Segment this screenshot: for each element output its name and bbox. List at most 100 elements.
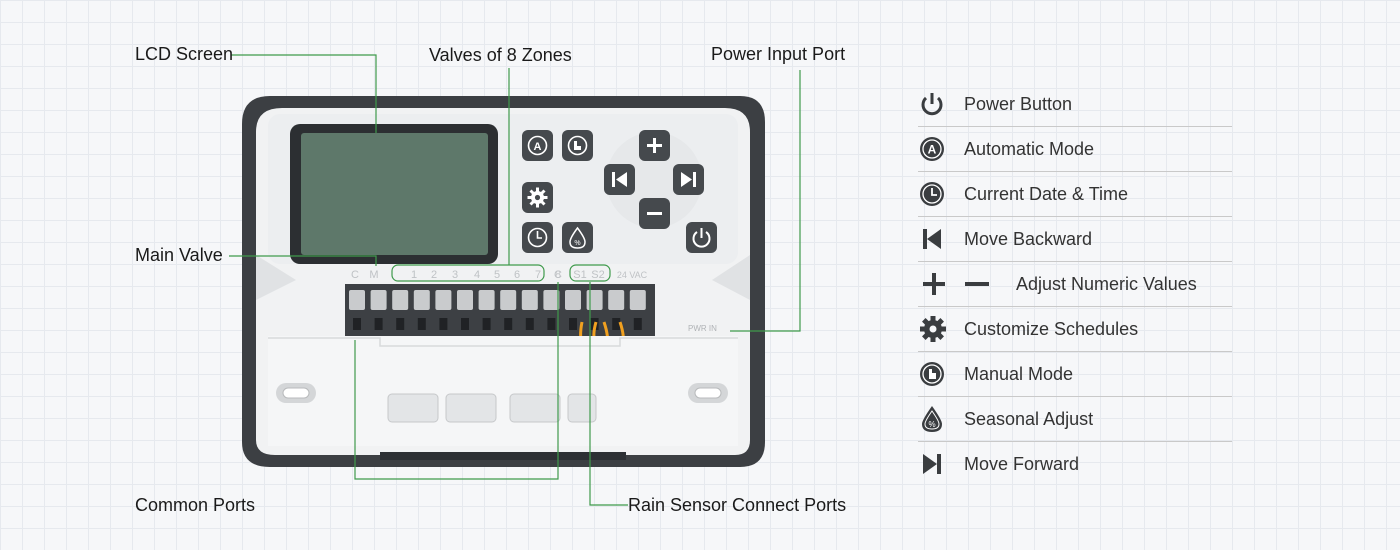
leader-rain	[589, 282, 628, 506]
move-backward-icon	[918, 224, 954, 254]
auto-mode-icon: A	[918, 134, 954, 164]
terminal-label: M	[369, 269, 378, 281]
terminal-label: 3	[452, 269, 458, 281]
mounting-hole-right	[688, 383, 728, 403]
lcd-display	[301, 133, 488, 255]
clock-icon	[918, 179, 954, 209]
terminal-slot	[482, 318, 491, 330]
terminal-label: 8	[555, 269, 561, 281]
button-minus	[639, 198, 670, 229]
label-common-ports: Common Ports	[135, 495, 256, 515]
label-power-input: Power Input Port	[711, 44, 846, 64]
terminal-slot	[461, 318, 469, 330]
terminal-label: 4	[474, 269, 480, 281]
terminal-label: C	[351, 269, 359, 281]
seasonal-adjust-icon: %	[918, 404, 954, 434]
terminal-slot	[504, 318, 513, 330]
svg-text:A: A	[534, 141, 542, 153]
plus-minus-icon	[918, 269, 1008, 299]
terminal-slot	[353, 318, 361, 330]
terminal-slot	[612, 318, 621, 330]
label-main-valve: Main Valve	[135, 245, 223, 265]
legend-row-back: Move Backward	[918, 217, 1232, 262]
terminal-label: 6	[514, 269, 520, 281]
cable-knockouts	[387, 393, 597, 423]
button-back	[604, 164, 635, 195]
leader-lcd	[231, 54, 377, 133]
terminal-screw	[521, 290, 538, 310]
leader-main-valve	[229, 255, 377, 266]
terminal-screw	[392, 290, 409, 310]
terminal-screw	[457, 290, 473, 310]
legend-label: Automatic Mode	[964, 138, 1095, 159]
terminal-slot	[374, 318, 383, 330]
pwr-in-label: PWR IN	[688, 324, 717, 333]
terminal-label: 2	[431, 269, 437, 281]
legend-label: Adjust Numeric Values	[1016, 273, 1197, 294]
button-clock	[522, 222, 553, 253]
terminal-slot	[439, 318, 448, 330]
button-forward	[673, 164, 704, 195]
manual-mode-icon	[918, 359, 954, 389]
terminal-screw	[586, 290, 603, 310]
terminal-screw	[608, 290, 625, 310]
label-rain-sensor: Rain Sensor Connect Ports	[628, 495, 847, 515]
terminal-slot	[396, 318, 405, 330]
terminal-label: C	[554, 269, 562, 281]
legend-row-power: Power Button	[918, 82, 1232, 127]
terminal-slot	[547, 318, 556, 330]
terminal-label: 1	[411, 269, 417, 281]
legend-label: Move Forward	[964, 453, 1080, 474]
button-legend: Power Button A Automatic Mode Current Da…	[918, 82, 1232, 486]
svg-text:%: %	[574, 240, 580, 247]
terminal-label: S2	[591, 269, 604, 281]
terminal-slot	[569, 318, 577, 330]
label-lcd-screen: LCD Screen	[135, 44, 234, 64]
leader-lines	[229, 54, 801, 506]
terminal-label: 24 VAC	[617, 270, 648, 280]
button-power	[686, 222, 717, 253]
legend-label: Customize Schedules	[964, 318, 1139, 339]
terminal-screw	[543, 290, 560, 310]
terminal-screw	[413, 290, 430, 310]
legend-label: Seasonal Adjust	[964, 408, 1094, 429]
legend-row-clock: Current Date & Time	[918, 172, 1232, 217]
button-manual	[562, 130, 593, 161]
legend-row-seasonal: % Seasonal Adjust	[918, 397, 1232, 442]
terminal-screw	[349, 290, 365, 310]
legend-row-adjust: Adjust Numeric Values	[918, 262, 1232, 307]
legend-label: Power Button	[964, 93, 1073, 114]
button-plus	[639, 130, 670, 161]
legend-label: Move Backward	[964, 228, 1093, 249]
mounting-hole-left	[276, 383, 316, 403]
terminal-screw	[478, 290, 495, 310]
terminal-slot	[633, 318, 642, 330]
gear-icon	[918, 314, 954, 344]
leader-common	[354, 282, 559, 480]
leader-power	[730, 70, 801, 332]
terminal-screw	[629, 290, 646, 310]
terminal-slot	[525, 318, 534, 330]
move-forward-icon	[918, 449, 954, 479]
terminal-screw	[500, 290, 517, 310]
terminal-screw	[565, 290, 581, 310]
legend-label: Current Date & Time	[964, 183, 1129, 204]
button-settings	[522, 182, 553, 213]
legend-row-schedules: Customize Schedules	[918, 307, 1232, 352]
svg-text:%: %	[928, 420, 935, 429]
terminal-label: 7	[535, 269, 541, 281]
terminal-slot	[417, 318, 426, 330]
legend-row-auto: A Automatic Mode	[918, 127, 1232, 172]
legend-row-manual: Manual Mode	[918, 352, 1232, 397]
terminal-screw	[370, 290, 387, 310]
button-seasonal: %	[562, 222, 593, 253]
terminal-label: 5	[494, 269, 500, 281]
label-valves: Valves of 8 Zones	[429, 45, 572, 65]
svg-text:A: A	[928, 143, 937, 157]
legend-label: Manual Mode	[964, 363, 1074, 384]
terminal-screw	[435, 290, 452, 310]
button-auto: A	[522, 130, 553, 161]
